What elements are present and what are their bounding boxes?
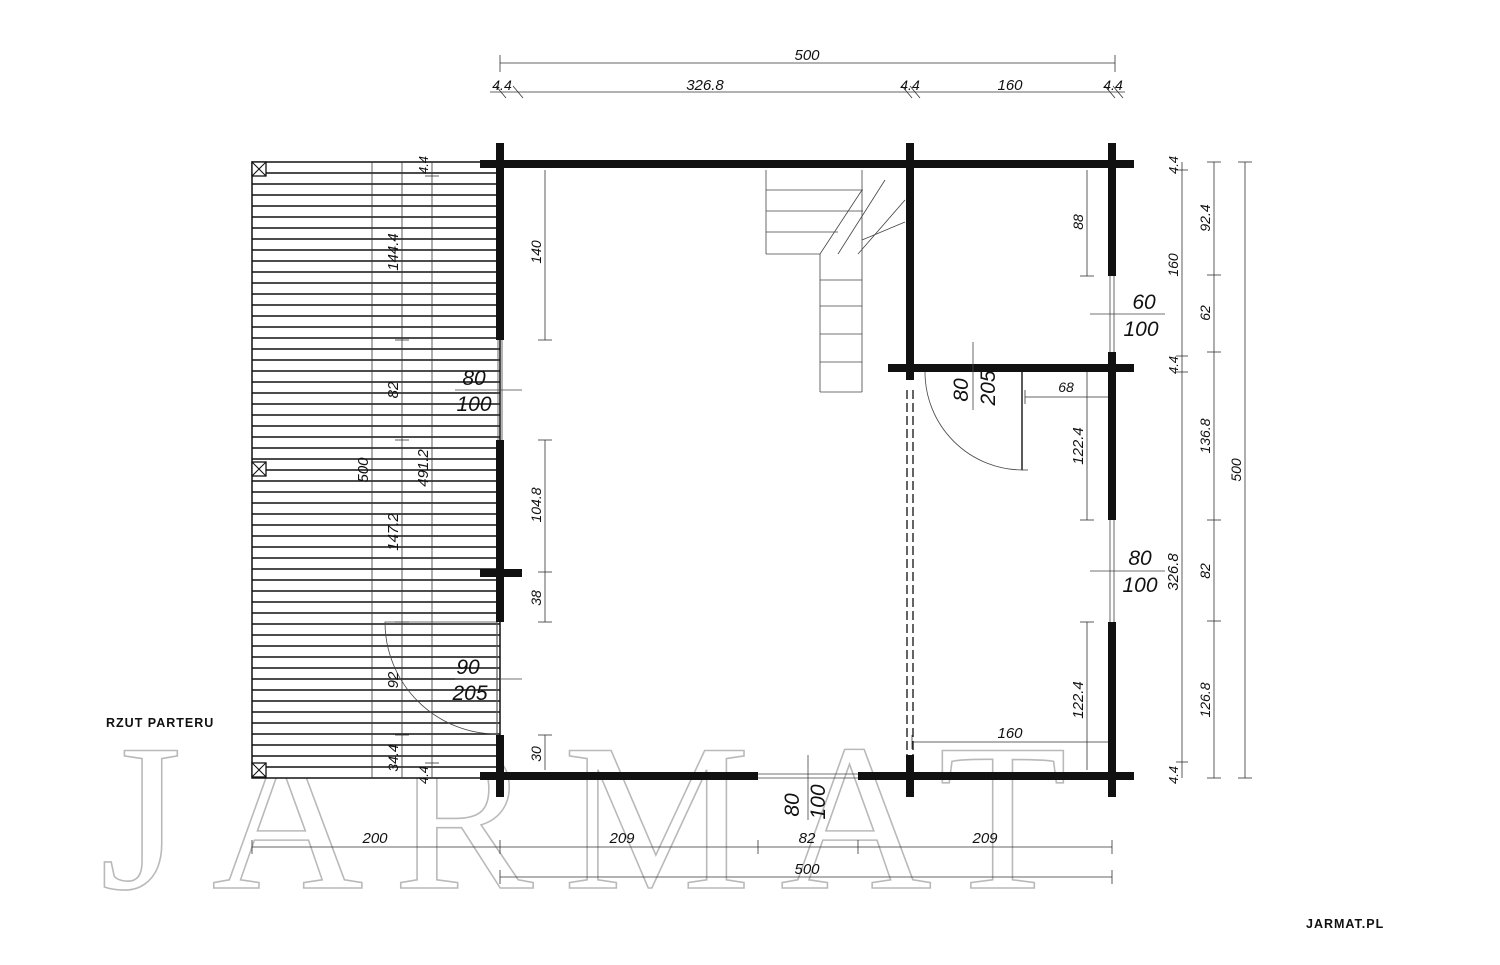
dim-right-mid-4: 82 bbox=[1197, 563, 1213, 579]
website-label: JARMAT.PL bbox=[1306, 917, 1384, 931]
door-bedroom-width: 80 bbox=[950, 378, 973, 402]
window-small-height: 100 bbox=[1123, 318, 1158, 341]
dim-bottom-seg-3: 82 bbox=[799, 830, 816, 847]
door-terrace-width: 90 bbox=[456, 656, 480, 679]
dim-top-total: 500 bbox=[794, 47, 820, 64]
dim-bedroom-left-2: 122.4 bbox=[1070, 681, 1087, 719]
dim-right-inner-5: 4.4 bbox=[1166, 766, 1181, 784]
dim-terrace-4: 147.2 bbox=[385, 513, 402, 551]
dim-right-inner-2: 160 bbox=[1165, 253, 1181, 277]
dim-terrace-3: 82 bbox=[385, 381, 402, 398]
door-terrace-height: 205 bbox=[451, 682, 487, 705]
dim-right-mid-1: 92.4 bbox=[1197, 204, 1213, 231]
dim-right-mid-2: 62 bbox=[1197, 305, 1213, 321]
dim-top-seg-4: 160 bbox=[997, 77, 1023, 94]
window-small-width: 60 bbox=[1132, 291, 1156, 314]
dim-bottom-seg-1: 200 bbox=[361, 830, 388, 847]
dim-top-seg-2: 326.8 bbox=[686, 77, 724, 94]
dim-terrace-2: 144.4 bbox=[385, 233, 402, 271]
dim-right-inner-4: 326.8 bbox=[1165, 553, 1182, 591]
walls bbox=[480, 143, 1134, 797]
dim-top-seg-1: 4.4 bbox=[492, 77, 512, 93]
door-swings bbox=[384, 371, 1028, 735]
dim-small-room: 88 bbox=[1070, 214, 1086, 230]
dim-terrace-5: 92 bbox=[385, 671, 402, 688]
terrace-post-middle bbox=[251, 461, 267, 477]
plan-title: RZUT PARTERU bbox=[106, 716, 214, 730]
dim-top-seg-5: 4.4 bbox=[1103, 77, 1123, 93]
dim-living-1: 140 bbox=[528, 240, 544, 264]
terrace-post-top bbox=[251, 161, 267, 177]
dimension-lines bbox=[251, 55, 1252, 884]
window-bottom-width: 80 bbox=[781, 793, 804, 817]
dim-terrace-1: 4.4 bbox=[416, 156, 431, 174]
dim-bottom-seg-2: 209 bbox=[608, 830, 635, 847]
door-bedroom-height: 205 bbox=[977, 370, 1000, 406]
dim-right-mid-5: 126.8 bbox=[1197, 682, 1213, 717]
window-bedroom-width: 80 bbox=[1128, 547, 1152, 570]
openings bbox=[455, 276, 1165, 820]
dim-terrace-6: 34.4 bbox=[385, 744, 401, 771]
dim-bottom-seg-4: 209 bbox=[971, 830, 998, 847]
dim-terrace-7: 4.4 bbox=[416, 766, 431, 784]
terrace-deck bbox=[251, 161, 501, 779]
dim-bedroom-left-1: 122.4 bbox=[1070, 427, 1087, 465]
terrace-post-bottom bbox=[251, 762, 267, 778]
dim-living-2: 104.8 bbox=[528, 487, 544, 522]
dim-right-total: 500 bbox=[1228, 458, 1244, 482]
dim-terrace-total: 500 bbox=[355, 457, 372, 483]
window-bottom-height: 100 bbox=[807, 784, 830, 819]
dim-bottom-total: 500 bbox=[794, 861, 820, 878]
dim-living-4: 30 bbox=[528, 746, 544, 762]
staircase bbox=[765, 170, 906, 393]
dim-bedroom-bottom: 160 bbox=[997, 725, 1023, 742]
dim-terrace-span: 491.2 bbox=[415, 449, 432, 487]
dim-living-3: 38 bbox=[528, 590, 544, 606]
dim-bedroom-top: 68 bbox=[1058, 379, 1074, 395]
window-left-height: 100 bbox=[456, 393, 491, 416]
window-left-width: 80 bbox=[462, 367, 486, 390]
dim-top-seg-3: 4.4 bbox=[900, 77, 920, 93]
dim-right-mid-3: 136.8 bbox=[1197, 418, 1213, 453]
dim-right-inner-1: 4.4 bbox=[1166, 156, 1181, 174]
watermark-text: JARMAT bbox=[100, 702, 1097, 934]
dim-right-inner-3: 4.4 bbox=[1166, 356, 1181, 374]
window-bedroom-height: 100 bbox=[1122, 574, 1157, 597]
